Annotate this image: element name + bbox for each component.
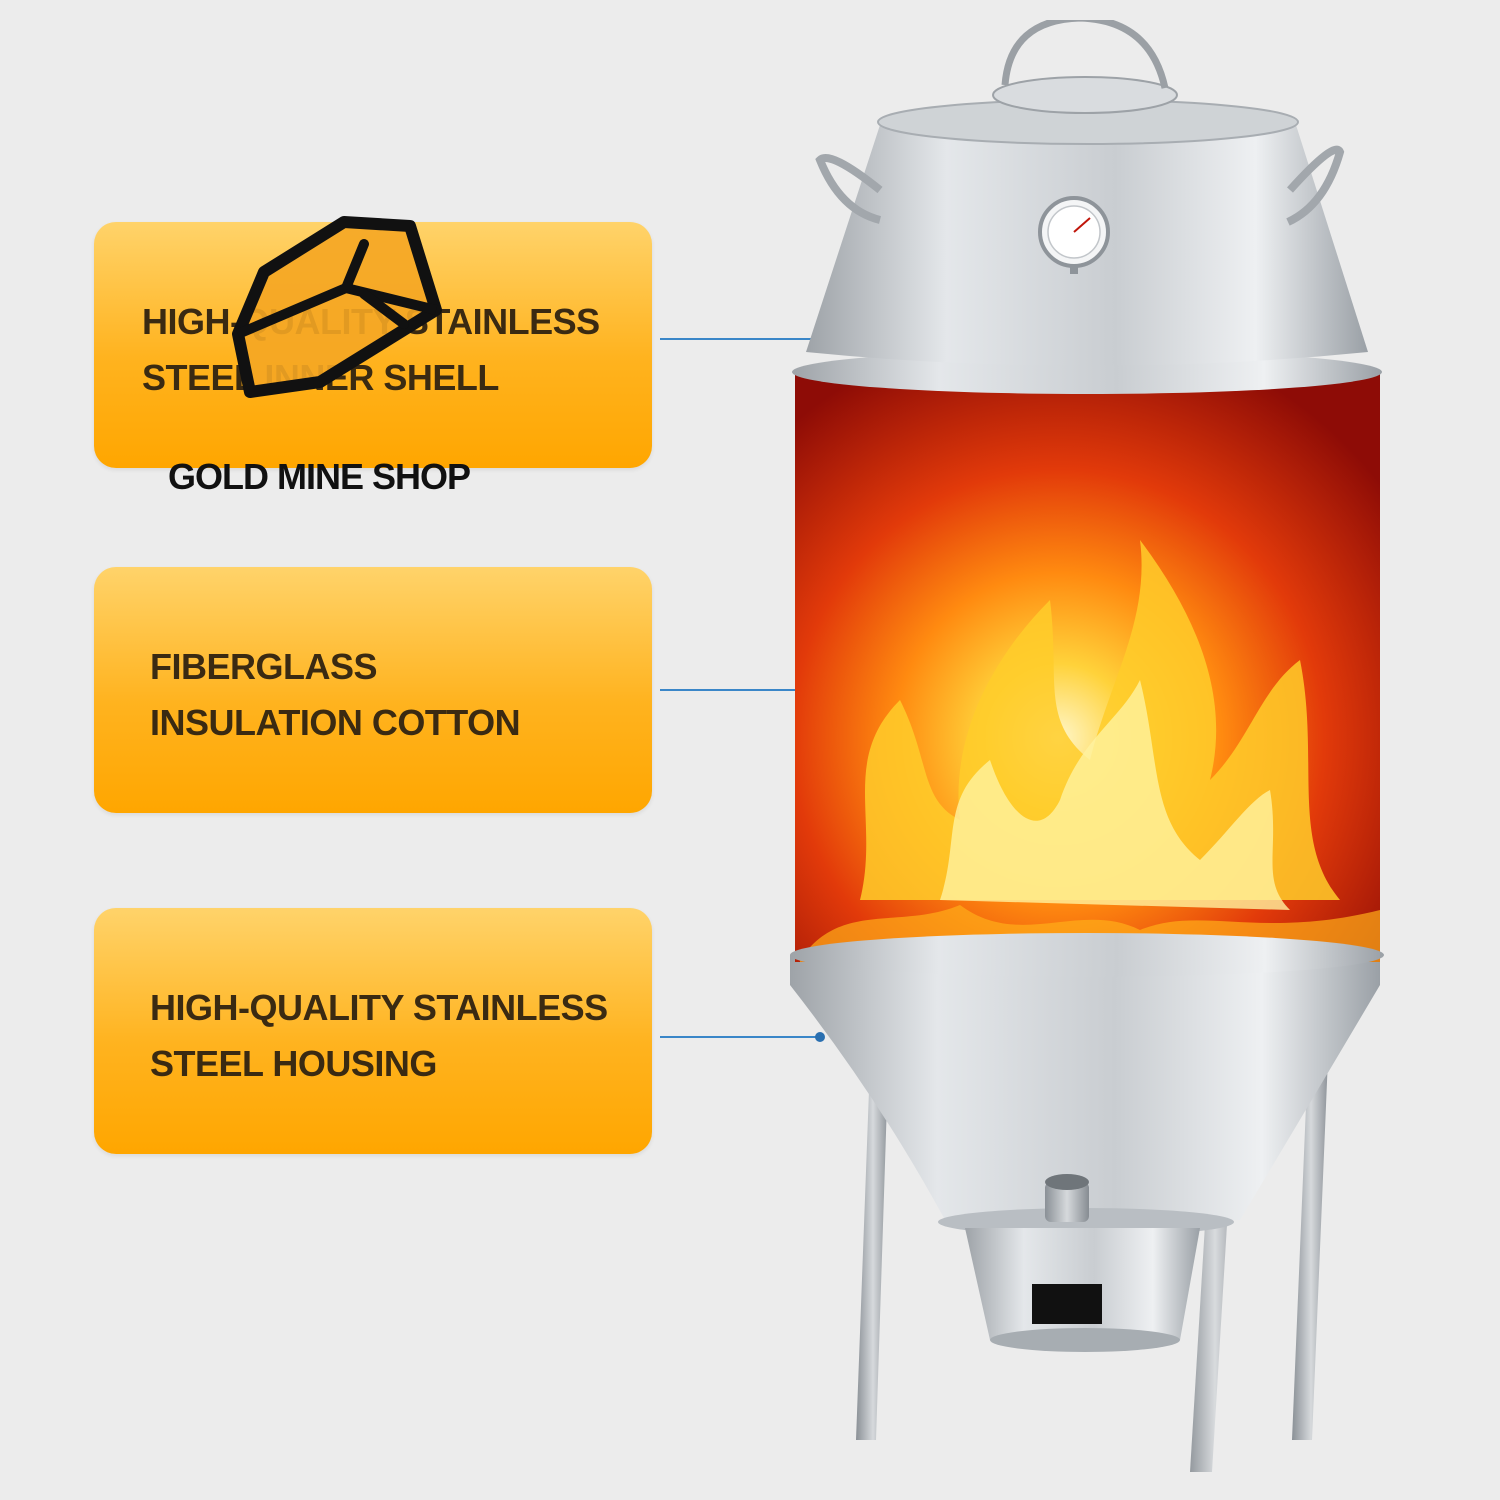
callout-line-1: HIGH-QUALITY STAINLESS — [150, 987, 608, 1028]
callout-text: HIGH-QUALITY STAINLESS STEEL HOUSING — [150, 980, 622, 1092]
callout-insulation: FIBERGLASS INSULATION COTTON — [94, 567, 652, 813]
callout-line-1: FIBERGLASS — [150, 646, 378, 687]
callout-text: FIBERGLASS INSULATION COTTON — [150, 639, 622, 751]
shop-name-watermark: GOLD MINE SHOP — [168, 456, 471, 497]
thermometer-dial-icon — [1038, 196, 1110, 274]
roaster-oven-image — [790, 20, 1384, 1472]
callout-housing: HIGH-QUALITY STAINLESS STEEL HOUSING — [94, 908, 652, 1154]
callout-line-2: INSULATION COTTON — [150, 702, 521, 743]
callout-line-2: STEEL HOUSING — [150, 1043, 437, 1084]
gold-bar-icon — [232, 216, 442, 398]
